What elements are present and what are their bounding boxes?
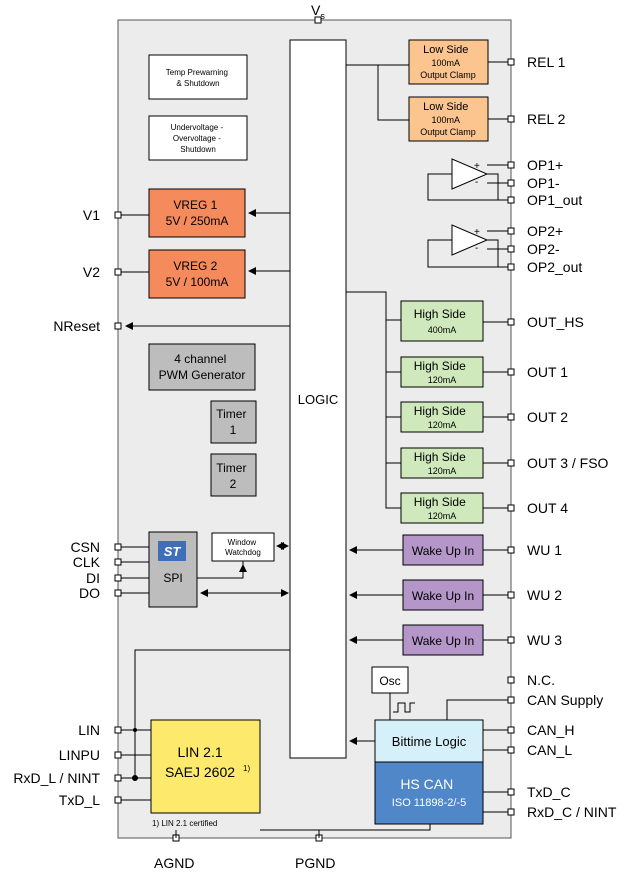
- pin-canl: CAN_L: [527, 742, 572, 758]
- pin-v2: V2: [83, 264, 100, 280]
- opamp2-plus: +: [474, 227, 480, 238]
- lowside2-label: Low Side 100mA Output Clamp: [420, 97, 476, 137]
- spi-block: [148, 531, 198, 608]
- osc-block: [371, 666, 409, 694]
- pin-di: DI: [86, 570, 100, 586]
- wires: [118, 61, 510, 838]
- pin-wu2: WU 2: [527, 587, 562, 603]
- agnd-label: AGND: [154, 855, 194, 871]
- right-pin-markers: [507, 58, 515, 816]
- pin-canh: CAN_H: [527, 722, 574, 738]
- lowside1-block: [408, 39, 489, 85]
- pin-cansup: CAN Supply: [527, 692, 603, 708]
- wake3-label: Wake Up In: [412, 634, 474, 648]
- vreg2-label: VREG 2 5V / 100mA: [166, 259, 229, 289]
- pwm-block: [148, 343, 256, 391]
- vreg1-block: [148, 188, 246, 238]
- pin-op1m: OP1-: [527, 175, 560, 191]
- pwm-label: 4 channel PWM Generator: [159, 352, 246, 382]
- osc-waveform: [393, 702, 415, 713]
- spi-label: SPI: [163, 571, 182, 585]
- highside4-block: [400, 492, 484, 524]
- pin-ouths: OUT_HS: [527, 314, 584, 330]
- highside2-block: [400, 401, 484, 433]
- opamp2-minus: -: [475, 243, 478, 254]
- st-logo-text: ST: [164, 544, 182, 559]
- logic-block: [289, 39, 347, 759]
- osc-label: Osc: [379, 674, 400, 688]
- pin-rel2: REL 2: [527, 111, 566, 127]
- pin-txdc: TxD_C: [527, 784, 571, 800]
- wake2-block: [402, 579, 484, 611]
- uv-block: [148, 115, 248, 161]
- timer2-block: [210, 453, 257, 497]
- pin-rxdl: RxD_L / NINT: [13, 770, 100, 786]
- pin-do: DO: [79, 585, 100, 601]
- lowside2-block: [408, 96, 489, 142]
- st-logo: [158, 541, 186, 561]
- vs-pin: [314, 16, 322, 24]
- pin-lin: LIN: [78, 722, 100, 738]
- uv-label: Undervoltage - Overvoltage - Shutdown: [171, 123, 226, 154]
- pin-v1: V1: [83, 207, 100, 223]
- opamp1-minus: -: [475, 177, 478, 188]
- highside-hs-block: [400, 300, 484, 342]
- watchdog-label: Window Watchdog: [225, 538, 261, 557]
- pin-op2o: OP2_out: [527, 259, 582, 275]
- hscan-block: [374, 761, 484, 825]
- pin-rxdc: RxD_C / NINT: [527, 804, 617, 820]
- pin-nreset: NReset: [53, 318, 100, 334]
- wake1-block: [402, 534, 484, 566]
- highside4-label: High Side 120mA: [414, 493, 470, 521]
- pin-nc: N.C.: [527, 672, 555, 688]
- timer2-label: Timer 2: [216, 461, 250, 491]
- opamp1-plus: +: [474, 161, 480, 172]
- pin-op2p: OP2+: [527, 223, 563, 239]
- watchdog-block: [211, 532, 275, 562]
- pin-txdl: TxD_L: [59, 792, 100, 808]
- vreg1-label: VREG 1 5V / 250mA: [166, 198, 229, 228]
- bittime-block: [374, 719, 484, 763]
- pgnd-label: PGND: [295, 855, 335, 871]
- pin-op1p: OP1+: [527, 157, 563, 173]
- lin-block: [150, 719, 261, 814]
- pin-out3: OUT 3 / FSO: [527, 455, 609, 471]
- wake1-label: Wake Up In: [412, 544, 474, 558]
- temp-block: [148, 54, 248, 100]
- highside3-block: [400, 447, 484, 479]
- pin-linpu: LINPU: [59, 747, 100, 763]
- left-pin-markers: [114, 211, 122, 804]
- pin-out1: OUT 1: [527, 364, 568, 380]
- bittime-label: Bittime Logic: [392, 734, 467, 749]
- vs-label: Vs: [311, 2, 325, 21]
- vreg2-block: [148, 249, 246, 299]
- lin-label: LIN 2.1 SAEJ 2602: [165, 744, 235, 780]
- lowside1-label: Low Side 100mA Output Clamp: [420, 40, 476, 80]
- pin-out2: OUT 2: [527, 409, 568, 425]
- junction-dot: [133, 728, 137, 732]
- temp-label: Temp Prewarning & Shutdown: [166, 68, 230, 88]
- pin-wu1: WU 1: [527, 542, 562, 558]
- pin-wu3: WU 3: [527, 632, 562, 648]
- pin-clk: CLK: [73, 554, 101, 570]
- pin-out4: OUT 4: [527, 500, 568, 516]
- junction-dot: [132, 775, 138, 781]
- timer1-label: Timer 1: [216, 407, 250, 437]
- timer1-block: [210, 400, 257, 444]
- arrows: [125, 209, 403, 745]
- highside3-label: High Side 120mA: [414, 448, 470, 476]
- pin-op1o: OP1_out: [527, 192, 582, 208]
- lin-footnote-mark: 1): [243, 764, 250, 773]
- logic-label: LOGIC: [298, 392, 338, 407]
- highside2-label: High Side 120mA: [414, 402, 470, 430]
- highside-hs-label: High Side 400mA: [414, 305, 470, 335]
- pin-csn: CSN: [70, 539, 100, 555]
- pin-op2m: OP2-: [527, 241, 560, 257]
- wake2-label: Wake Up In: [412, 589, 474, 603]
- hscan-label: HS CAN ISO 11898-2/-5: [392, 776, 466, 809]
- lin-note: 1) LIN 2.1 certified: [152, 819, 217, 828]
- pin-rel1: REL 1: [527, 54, 566, 70]
- highside1-label: High Side 120mA: [414, 357, 470, 385]
